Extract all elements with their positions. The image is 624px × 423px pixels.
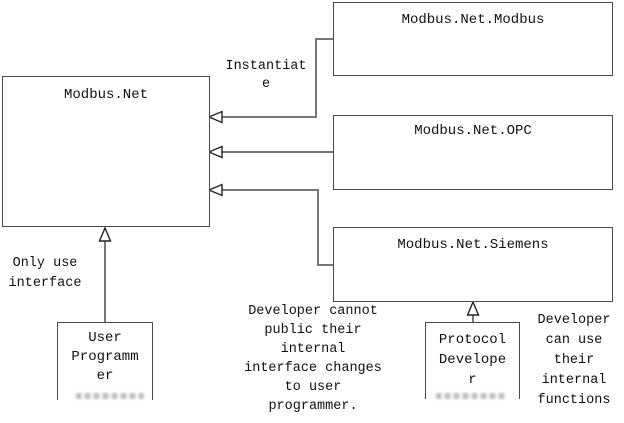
generalization-arrowhead-up-icon	[466, 300, 480, 316]
box-modbus-net-siemens-title: Modbus.Net.Siemens	[397, 237, 549, 253]
box-protocol-developer-label: Protocol Develope r	[438, 332, 507, 388]
box-modbus-net: Modbus.Net	[2, 76, 210, 227]
box-modbus-net-opc: Modbus.Net.OPC	[333, 115, 613, 190]
open-arrowhead-left-icon	[207, 110, 223, 124]
instantiate-label: Instantiat e	[225, 59, 307, 92]
clipped-text-smudge	[436, 393, 506, 399]
clipped-text-smudge	[76, 393, 144, 399]
box-user-programmer-label: User Programm er	[71, 330, 139, 384]
box-modbus-net-siemens: Modbus.Net.Siemens	[333, 227, 613, 302]
only-use-interface-label: Only use interface	[8, 256, 82, 291]
box-modbus-net-modbus: Modbus.Net.Modbus	[333, 2, 613, 76]
generalization-arrowhead-up-icon	[98, 226, 112, 242]
developer-cannot-label: Developer cannot public their internal i…	[244, 304, 382, 414]
developer-can-label: Developer can use their internal functio…	[537, 313, 611, 408]
box-modbus-net-modbus-title: Modbus.Net.Modbus	[401, 12, 545, 28]
connector-siemens-to-core	[222, 189, 333, 266]
open-arrowhead-left-icon	[207, 145, 223, 159]
open-arrowhead-left-icon	[207, 183, 223, 197]
box-protocol-developer: Protocol Develope r	[425, 322, 520, 399]
box-modbus-net-opc-title: Modbus.Net.OPC	[414, 123, 532, 139]
box-modbus-net-title: Modbus.Net	[63, 87, 148, 103]
box-user-programmer: User Programm er	[57, 322, 153, 400]
